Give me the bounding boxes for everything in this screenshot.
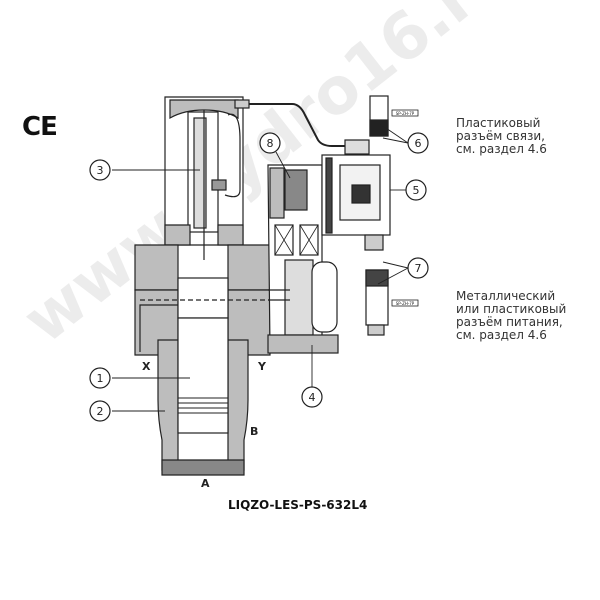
callout-5: 5 bbox=[413, 184, 420, 197]
callout-1: 1 bbox=[97, 372, 104, 385]
note-line: разъём питания, bbox=[456, 315, 563, 329]
callout-3-circle bbox=[89, 159, 111, 181]
callout-7-circle bbox=[407, 257, 429, 279]
callout-4: 4 bbox=[309, 391, 316, 404]
cable bbox=[240, 103, 350, 147]
callout-5-circle bbox=[405, 179, 427, 201]
note-line: Пластиковый bbox=[456, 116, 541, 130]
callout-2-circle bbox=[89, 400, 111, 422]
callout-3: 3 bbox=[97, 164, 104, 177]
valve-body bbox=[134, 244, 179, 291]
comm-connector-note: Пластиковый разъём связи, см. раздел 4.6 bbox=[456, 117, 547, 156]
callout-4-circle bbox=[301, 386, 323, 408]
cartridge-sleeve bbox=[157, 339, 179, 471]
port-a-label: A bbox=[201, 477, 210, 490]
ce-mark: CE bbox=[22, 112, 58, 142]
callout-6: 6 bbox=[415, 137, 422, 150]
note-line: разъём связи, bbox=[456, 129, 545, 143]
callout-7: 7 bbox=[415, 262, 422, 275]
callout-8-circle bbox=[259, 132, 281, 154]
poppet bbox=[177, 317, 229, 434]
note-line: или пластиковый bbox=[456, 302, 567, 316]
port-y-label: Y bbox=[258, 360, 266, 373]
callout-6-circle bbox=[407, 132, 429, 154]
callout-8: 8 bbox=[267, 137, 274, 150]
port-x-label: X bbox=[142, 360, 151, 373]
note-line: Металлический bbox=[456, 289, 556, 303]
callout-1-circle bbox=[89, 367, 111, 389]
note-line: см. раздел 4.6 bbox=[456, 142, 547, 156]
callout-2: 2 bbox=[97, 405, 104, 418]
power-connector-note: Металлический или пластиковый разъём пит… bbox=[456, 290, 566, 342]
model-code: LIQZO-LES-PS-632L4 bbox=[228, 498, 368, 512]
port-b-label: B bbox=[250, 425, 259, 438]
connector-tag-bottom: SP-ZH-7P bbox=[396, 301, 415, 306]
connector-tag-top: SP-ZH-7P bbox=[396, 111, 415, 116]
note-line: см. раздел 4.6 bbox=[456, 328, 547, 342]
